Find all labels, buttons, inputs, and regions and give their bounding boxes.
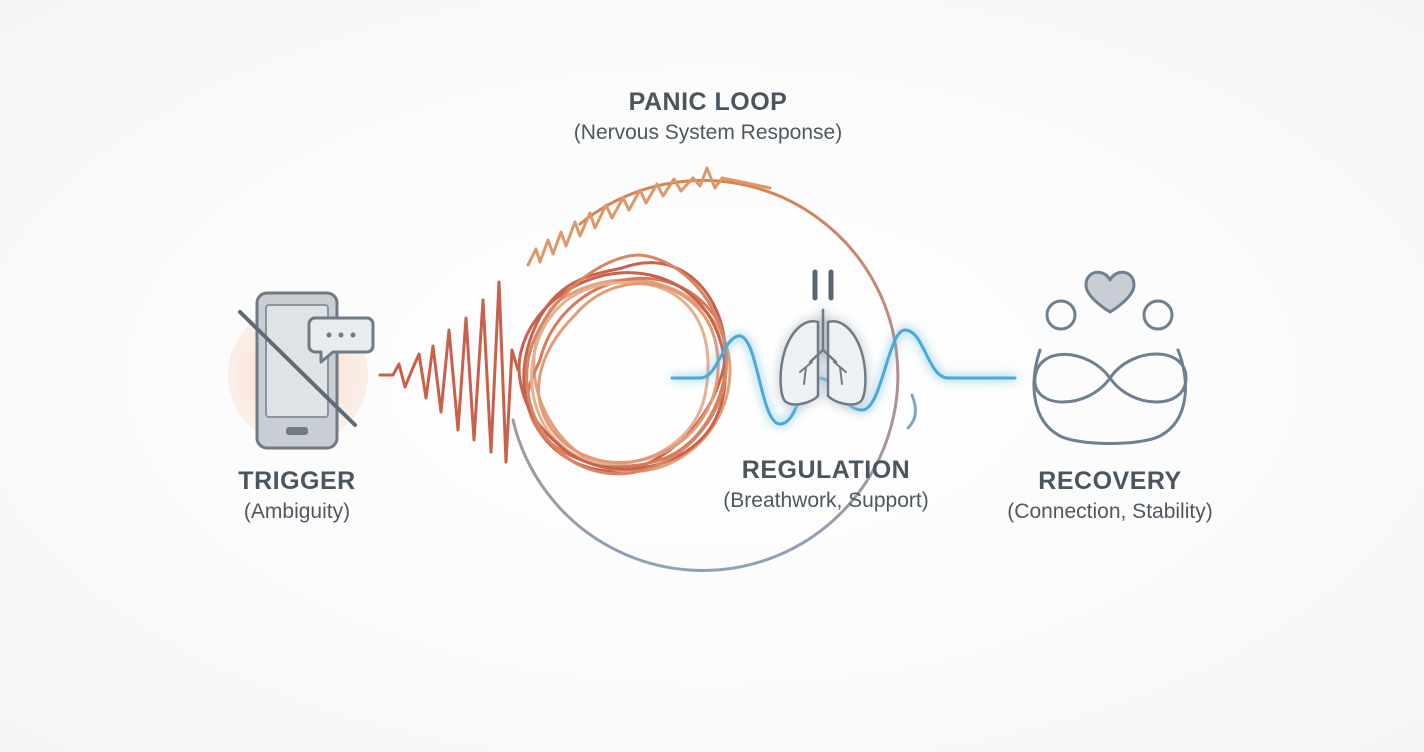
chat-bubble-icon — [307, 316, 375, 364]
stress-zigzag-arc — [526, 166, 772, 267]
calm-side-arc — [906, 393, 917, 430]
recovery-title: RECOVERY — [1038, 467, 1182, 495]
panic-knot — [517, 253, 732, 476]
panic-loop-outer-arc — [511, 179, 900, 572]
trigger-label: TRIGGER (Ambiguity) — [238, 467, 355, 524]
recovery-subtitle: (Connection, Stability) — [1007, 500, 1213, 523]
trigger-title: TRIGGER — [238, 467, 356, 495]
panic-loop-label: PANIC LOOP (Nervous System Response) — [574, 88, 842, 145]
regulation-subtitle: (Breathwork, Support) — [723, 489, 929, 512]
people-infinity-heart-icon — [1032, 270, 1188, 445]
phone-crossed-out-icon — [238, 291, 357, 450]
lungs-icon — [779, 308, 867, 406]
regulation-title: REGULATION — [741, 456, 911, 484]
trigger-spike-wave — [378, 280, 520, 464]
recovery-label: RECOVERY (Connection, Stability) — [1007, 467, 1212, 524]
regulation-label: REGULATION (Breathwork, Support) — [723, 456, 928, 513]
panic-loop-subtitle: (Nervous System Response) — [573, 121, 843, 144]
panic-loop-title: PANIC LOOP — [628, 88, 788, 116]
trigger-subtitle: (Ambiguity) — [243, 500, 351, 523]
pause-icon — [812, 269, 834, 301]
